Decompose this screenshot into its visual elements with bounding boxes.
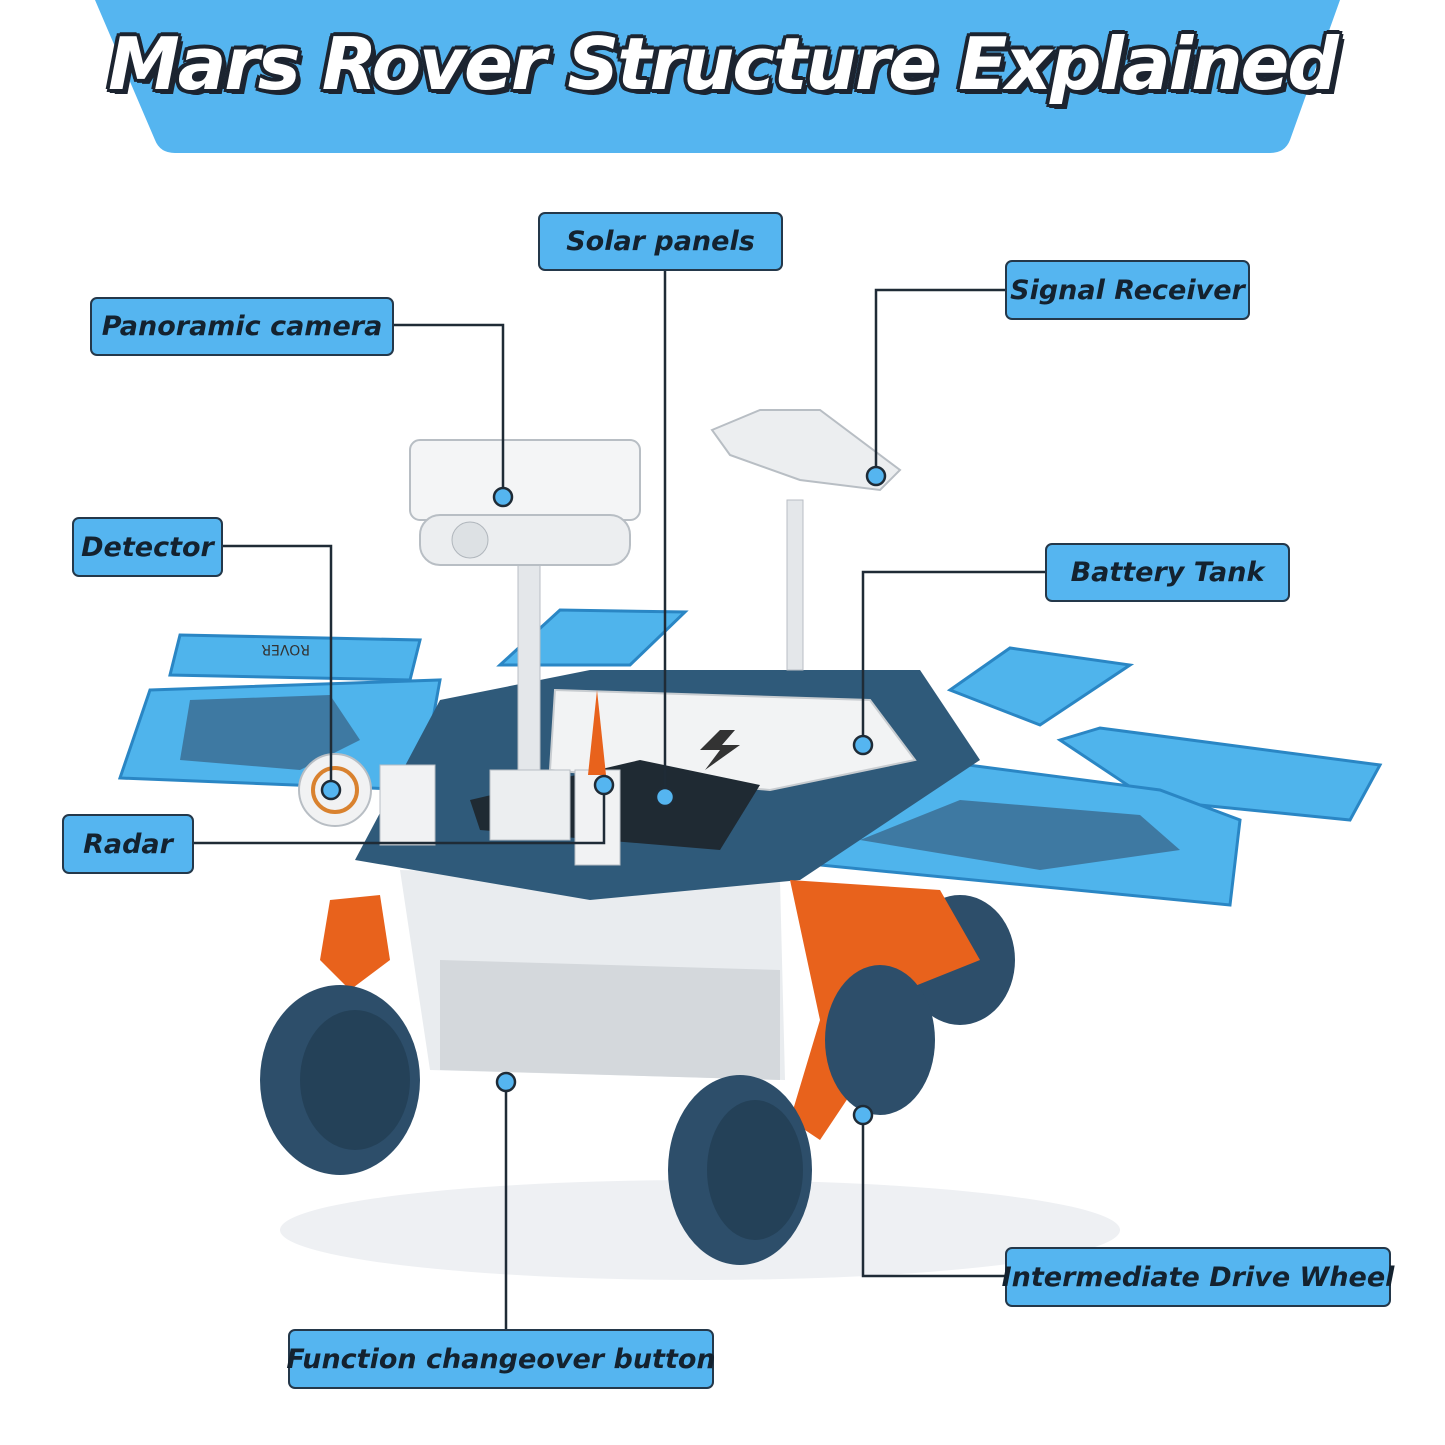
label-function-changeover-button: Function changeover button — [286, 1329, 716, 1389]
panel-text: ROVER — [261, 641, 310, 657]
label-detector: Detector — [72, 517, 223, 577]
label-signal-receiver: Signal Receiver — [1005, 260, 1250, 320]
wheel-front-left — [260, 985, 420, 1175]
dot-drive-wheel — [852, 1104, 874, 1126]
dot-radar — [593, 774, 615, 796]
label-battery-tank: Battery Tank — [1045, 543, 1290, 602]
leader-lines — [193, 270, 1045, 1329]
signal-receiver-antenna — [710, 409, 902, 671]
wheel-middle — [825, 965, 935, 1115]
dot-solar-panels — [654, 786, 676, 808]
solar-panel-left: ROVER — [117, 633, 442, 792]
dot-signal-receiver — [865, 465, 887, 487]
label-intermediate-drive-wheel: Intermediate Drive Wheel — [1002, 1247, 1394, 1307]
panoramic-camera-mast — [409, 439, 641, 841]
wheel-front-right — [668, 1075, 812, 1265]
label-radar: Radar — [62, 814, 194, 874]
label-panoramic-camera: Panoramic camera — [90, 297, 394, 356]
dot-panoramic-camera — [492, 486, 514, 508]
dot-function-button — [495, 1071, 517, 1093]
callout-dots — [320, 465, 887, 1126]
dot-detector — [320, 779, 342, 801]
label-solar-panels: Solar panels — [538, 212, 783, 271]
dot-battery-tank — [852, 734, 874, 756]
page-title: Mars Rover Structure Explained — [108, 22, 1339, 106]
title-banner — [95, 0, 1340, 153]
